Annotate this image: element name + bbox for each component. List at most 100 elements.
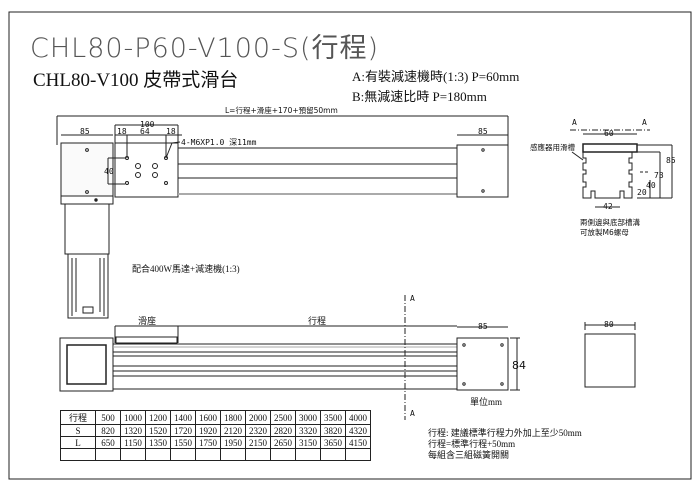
dim-18b: 18 [166, 127, 176, 136]
table-cell: 2000 [245, 410, 271, 425]
table-cell: 3000 [295, 410, 321, 425]
hole-spec: 4-M6XP1.0 深11mm [181, 138, 257, 147]
note-bottom-2: 行程=標準行程+50mm [428, 438, 515, 449]
end-block [456, 144, 509, 198]
note-b: B:無減速比時 P=180mm [352, 89, 487, 104]
dim-18a: 18 [117, 127, 127, 136]
table-cell [245, 448, 271, 461]
table-cell: 1720 [170, 424, 196, 437]
table-cell: 650 [95, 436, 121, 449]
table-cell: 1350 [145, 436, 171, 449]
table-cell: 820 [95, 424, 121, 437]
table-cell: 3500 [320, 410, 346, 425]
table-cell: 4150 [345, 436, 371, 449]
side-dim-84: 84 [512, 359, 526, 372]
table-cell: 2500 [270, 410, 296, 425]
table-cell: 1600 [195, 410, 221, 425]
section-note-1: 兩側邊與底部槽溝 [580, 217, 640, 227]
table-cell [60, 448, 96, 461]
table-cell: 1000 [120, 410, 146, 425]
table-cell [170, 448, 196, 461]
table-cell [95, 448, 121, 461]
sensor-slot-label: 感應器用滑槽 [530, 142, 575, 152]
table-cell: 1520 [145, 424, 171, 437]
dim-100: 100 [140, 120, 155, 129]
section-label-a-left: A [572, 118, 577, 127]
note-a: A:有裝減速機時(1:3) P=60mm [352, 69, 519, 84]
section-dim-20: 20 [637, 188, 647, 197]
table-cell: 3650 [320, 436, 346, 449]
motor-body [64, 203, 110, 255]
row-label: L [60, 436, 96, 449]
table-cell [345, 448, 371, 461]
table-cell: 1800 [220, 410, 246, 425]
table-cell: 3820 [320, 424, 346, 437]
section-label-a-right: A [642, 118, 647, 127]
table-cell: 1750 [195, 436, 221, 449]
table-cell: 4000 [345, 410, 371, 425]
end-dim-80: 80 [604, 320, 614, 329]
stroke-label: 行程 [308, 315, 326, 326]
section-dim-73: 73 [654, 171, 664, 180]
side-view: 滑座 行程 A A 85 84 單位mm [59, 294, 526, 420]
section-view-a-a: A A 60 85 73 40 20 42 感應器用滑槽 兩側邊與底部槽溝 可放… [530, 118, 676, 237]
side-right-block [456, 337, 509, 391]
side-left-block [59, 337, 114, 392]
sheet-border [8, 11, 692, 480]
section-dim-40: 40 [646, 181, 656, 190]
table-cell: 1920 [195, 424, 221, 437]
slider-label: 滑座 [138, 315, 156, 326]
section-dim-60: 60 [604, 129, 614, 138]
table-cell: 2150 [245, 436, 271, 449]
top-view: L=行程+滑座+170+預留50mm 100 85 18 64 18 配合400… [56, 105, 509, 319]
dim-40: 40 [104, 167, 114, 176]
table-cell: 1150 [120, 436, 146, 449]
section-dim-85: 85 [666, 156, 676, 165]
table-cell [270, 448, 296, 461]
table-row-empty [60, 448, 371, 461]
table-cell: 1550 [170, 436, 196, 449]
unit-label: 單位mm [470, 396, 502, 407]
dim-85-left: 85 [80, 127, 90, 136]
note-bottom-1: 行程: 建議標準行程力外加上至少50mm [428, 427, 582, 438]
table-cell: 2120 [220, 424, 246, 437]
table-cell: 1200 [145, 410, 171, 425]
table-cell [120, 448, 146, 461]
table-cell [295, 448, 321, 461]
section-note-2: 可放製M6螺母 [580, 227, 629, 237]
side-carriage [115, 336, 178, 344]
end-view: 80 [584, 320, 636, 388]
table-cell: 2650 [270, 436, 296, 449]
table-cell: 4320 [345, 424, 371, 437]
cut-label-bottom: A [410, 409, 415, 418]
table-cell: 3150 [295, 436, 321, 449]
section-dim-42: 42 [603, 202, 613, 211]
table-cell: 1950 [220, 436, 246, 449]
table-cell [220, 448, 246, 461]
row-label: 行程 [60, 410, 96, 425]
dim-64: 64 [140, 127, 150, 136]
table-cell [145, 448, 171, 461]
table-cell: 1400 [170, 410, 196, 425]
side-dim-85: 85 [478, 322, 488, 331]
row-label: S [60, 424, 96, 437]
slide-carriage [114, 142, 179, 198]
table-cell [320, 448, 346, 461]
note-bottom-3: 每組含三組磁簧開關 [428, 449, 509, 460]
table-cell [195, 448, 221, 461]
cut-label-top: A [410, 294, 415, 303]
motor-note: 配合400W馬達+減速機(1:3) [132, 263, 240, 274]
length-formula: L=行程+滑座+170+預留50mm [225, 105, 338, 115]
dim-85-right: 85 [478, 127, 488, 136]
table-cell: 2820 [270, 424, 296, 437]
reducer-body [67, 253, 109, 319]
drawing-subtitle: CHL80-V100 皮帶式滑台 [33, 69, 238, 91]
drawing-title: CHL80-P60-V100-S(行程) [30, 33, 379, 64]
table-cell: 3320 [295, 424, 321, 437]
